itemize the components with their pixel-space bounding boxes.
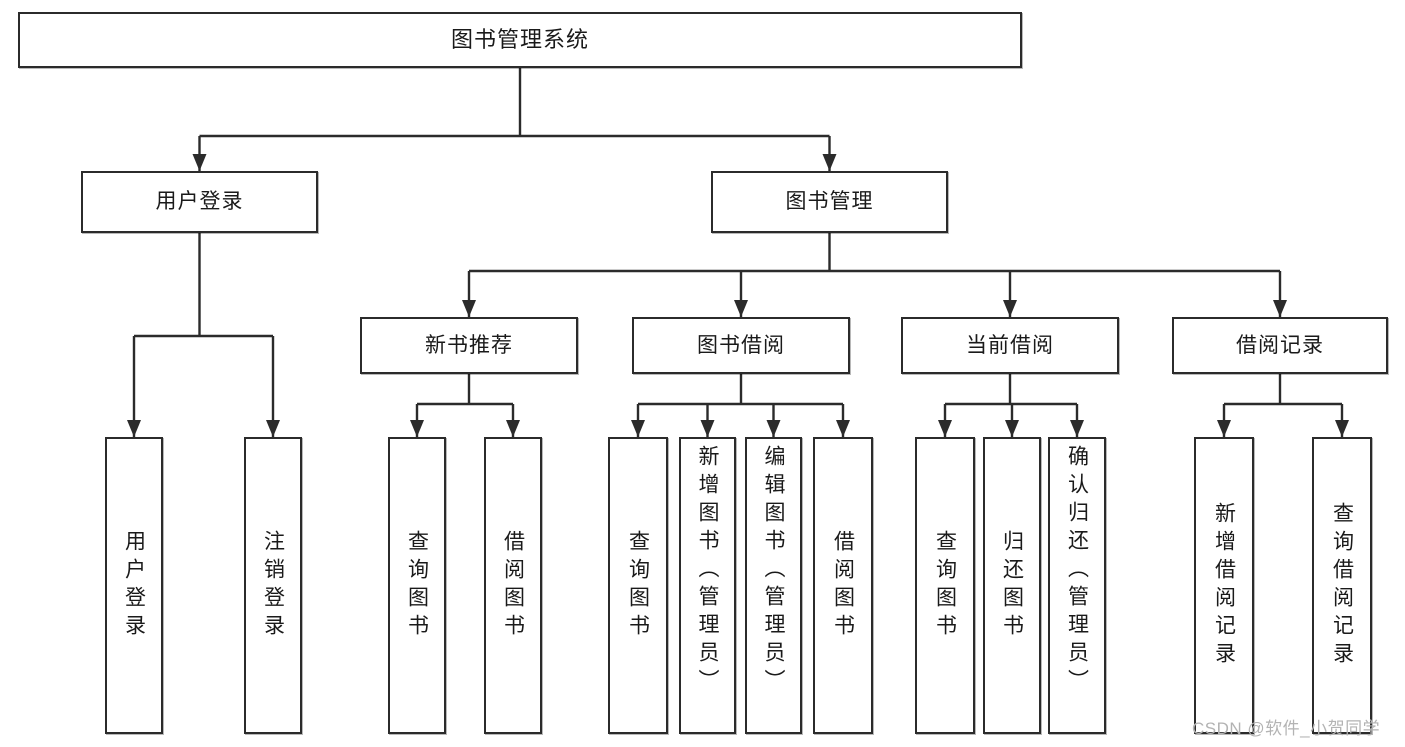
- node-label: 借阅图书: [501, 529, 525, 642]
- node-leaf-return-book: 归还图书: [983, 437, 1041, 734]
- node-book-manage: 图书管理: [711, 171, 948, 233]
- node-leaf-add-book: 新增图书（管理员）: [679, 437, 736, 734]
- node-leaf-user-login: 用户登录: [105, 437, 163, 734]
- arrow-head-user-login: [192, 154, 207, 171]
- watermark-text: CSDN @软件_小贺同学: [1192, 719, 1381, 738]
- node-leaf-add-record: 新增借阅记录: [1194, 437, 1254, 734]
- node-label: 确认归还（管理员）: [1065, 445, 1089, 697]
- node-leaf-query-record: 查询借阅记录: [1312, 437, 1372, 734]
- arrow-head-book-borrow: [734, 300, 748, 317]
- node-label: 借阅图书: [831, 529, 855, 642]
- node-leaf-edit-book: 编辑图书（管理员）: [745, 437, 802, 734]
- node-root: 图书管理系统: [18, 12, 1022, 68]
- node-label: 查询借阅记录: [1330, 501, 1354, 670]
- node-new-book-rec: 新书推荐: [360, 317, 578, 374]
- node-current-borrow: 当前借阅: [901, 317, 1119, 374]
- node-leaf-query-book-2: 查询图书: [608, 437, 668, 734]
- node-label: 新增图书（管理员）: [696, 445, 719, 697]
- node-label: 图书借阅: [697, 333, 785, 357]
- node-label: 注销登录: [261, 529, 285, 642]
- node-leaf-borrow-book-1: 借阅图书: [484, 437, 542, 734]
- node-label: 新增借阅记录: [1212, 501, 1236, 670]
- arrow-head-leaf-edit-book: [766, 420, 781, 437]
- arrow-head-leaf-borrow-book-2: [836, 420, 850, 437]
- arrow-head-current-borrow: [1003, 300, 1017, 317]
- arrow-head-borrow-record: [1273, 300, 1287, 317]
- node-label: 借阅记录: [1236, 333, 1324, 357]
- node-borrow-record: 借阅记录: [1172, 317, 1388, 374]
- node-leaf-borrow-book-2: 借阅图书: [813, 437, 873, 734]
- node-label: 用户登录: [122, 529, 146, 642]
- node-leaf-confirm-return: 确认归还（管理员）: [1048, 437, 1106, 734]
- arrow-head-new-book-rec: [462, 300, 476, 317]
- node-label: 图书管理系统: [450, 26, 589, 52]
- arrow-head-leaf-query-book-2: [631, 420, 645, 437]
- arrow-head-leaf-return-book: [1005, 420, 1019, 437]
- arrow-head-leaf-query-book-1: [410, 420, 424, 437]
- arrow-head-leaf-borrow-book-1: [506, 420, 520, 437]
- node-label: 查询图书: [626, 529, 650, 642]
- arrow-head-leaf-add-record: [1217, 420, 1231, 437]
- node-label: 归还图书: [1000, 529, 1024, 642]
- arrow-head-leaf-user-logout: [266, 420, 280, 437]
- arrow-head-leaf-confirm-return: [1070, 420, 1084, 437]
- node-leaf-query-book-3: 查询图书: [915, 437, 975, 734]
- node-label: 新书推荐: [425, 333, 513, 357]
- node-user-login: 用户登录: [81, 171, 318, 233]
- node-label: 用户登录: [155, 190, 244, 214]
- arrow-head-leaf-query-record: [1335, 420, 1349, 437]
- node-label: 查询图书: [933, 529, 957, 642]
- node-label: 图书管理: [785, 190, 874, 214]
- node-label: 编辑图书（管理员）: [762, 445, 785, 697]
- arrow-head-leaf-user-login: [127, 420, 141, 437]
- arrow-head-leaf-add-book: [700, 420, 715, 437]
- arrow-head-book-manage: [822, 154, 837, 171]
- node-book-borrow: 图书借阅: [632, 317, 850, 374]
- node-leaf-query-book-1: 查询图书: [388, 437, 446, 734]
- node-label: 查询图书: [405, 529, 429, 642]
- node-leaf-user-logout: 注销登录: [244, 437, 302, 734]
- node-label: 当前借阅: [966, 333, 1054, 357]
- arrow-head-leaf-query-book-3: [938, 420, 952, 437]
